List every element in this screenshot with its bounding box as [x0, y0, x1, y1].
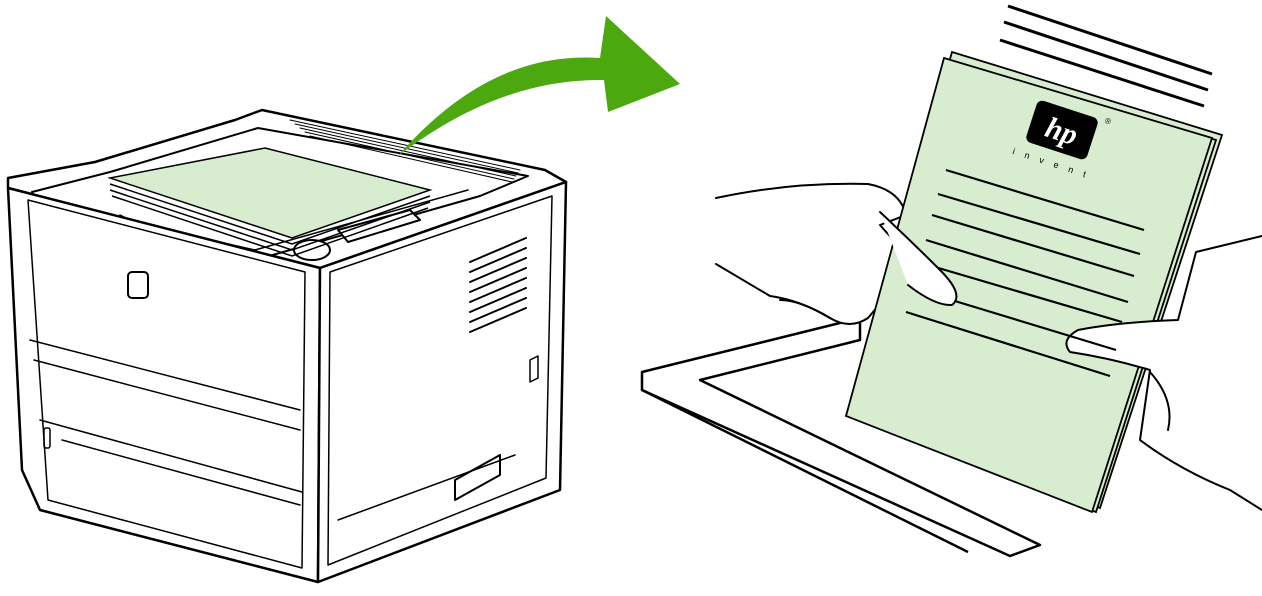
paper-stack-icon	[844, 50, 1224, 514]
printer-side	[316, 180, 568, 584]
top-vents	[289, 119, 521, 183]
printer-front	[6, 186, 322, 584]
tray-handle	[454, 454, 501, 501]
left-thumb	[879, 211, 958, 307]
side-vents	[469, 237, 527, 333]
printer-icon	[6, 108, 568, 584]
motion-lines	[999, 4, 1213, 108]
right-hand	[1065, 235, 1262, 511]
output-paper-stack	[107, 147, 433, 257]
power-switch	[43, 427, 51, 449]
logo-registered: ®	[1104, 116, 1112, 126]
front-logo-mark	[127, 271, 149, 299]
curved-arrow-icon	[398, 16, 680, 156]
